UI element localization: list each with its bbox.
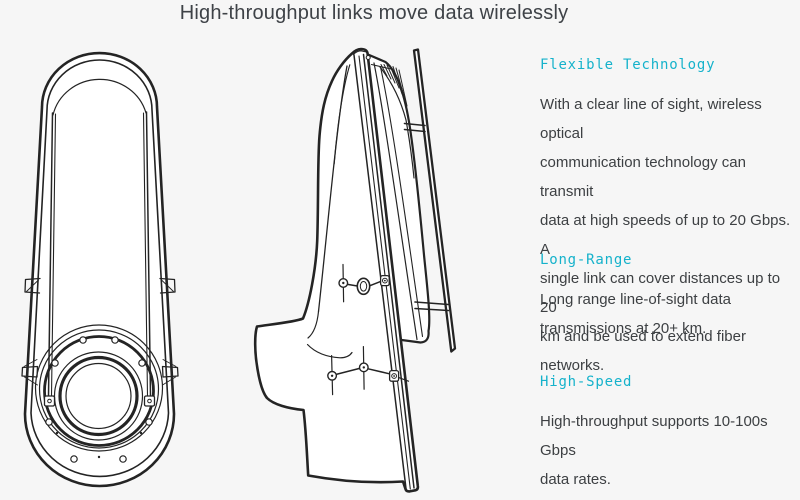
lens-aperture [34, 324, 164, 463]
feature-body: High-throughput supports 10-100s Gbps da… [540, 413, 768, 488]
feature-body: Long range line-of-sight data transmissi… [540, 291, 731, 337]
lower-gimbal-bracket [327, 346, 410, 396]
panel-hatch [380, 64, 408, 107]
terminal-side-view-drawing [253, 47, 457, 493]
page-title: High-throughput links move data wireless… [179, 2, 569, 24]
feature-heading: Flexible Technology [540, 57, 716, 73]
feature-heading: Long-Range [540, 252, 633, 268]
feature-long-range: Long-Range Long range line-of-sight data… [540, 252, 798, 343]
feature-heading: High-Speed [540, 374, 633, 390]
terminal-front-view-drawing [21, 51, 179, 488]
terminal-line-art [21, 47, 457, 493]
side-brackets [21, 277, 179, 386]
feature-body: With a clear line of sight, wireless opt… [540, 96, 791, 374]
upper-gimbal-bracket [338, 263, 390, 303]
bolt-holes [45, 336, 153, 463]
feature-high-speed: High-Speed High-throughput supports 10-1… [540, 374, 798, 494]
pole-crossbars [403, 122, 450, 312]
feature-flexible-technology: Flexible Technology With a clear line of… [540, 57, 798, 380]
